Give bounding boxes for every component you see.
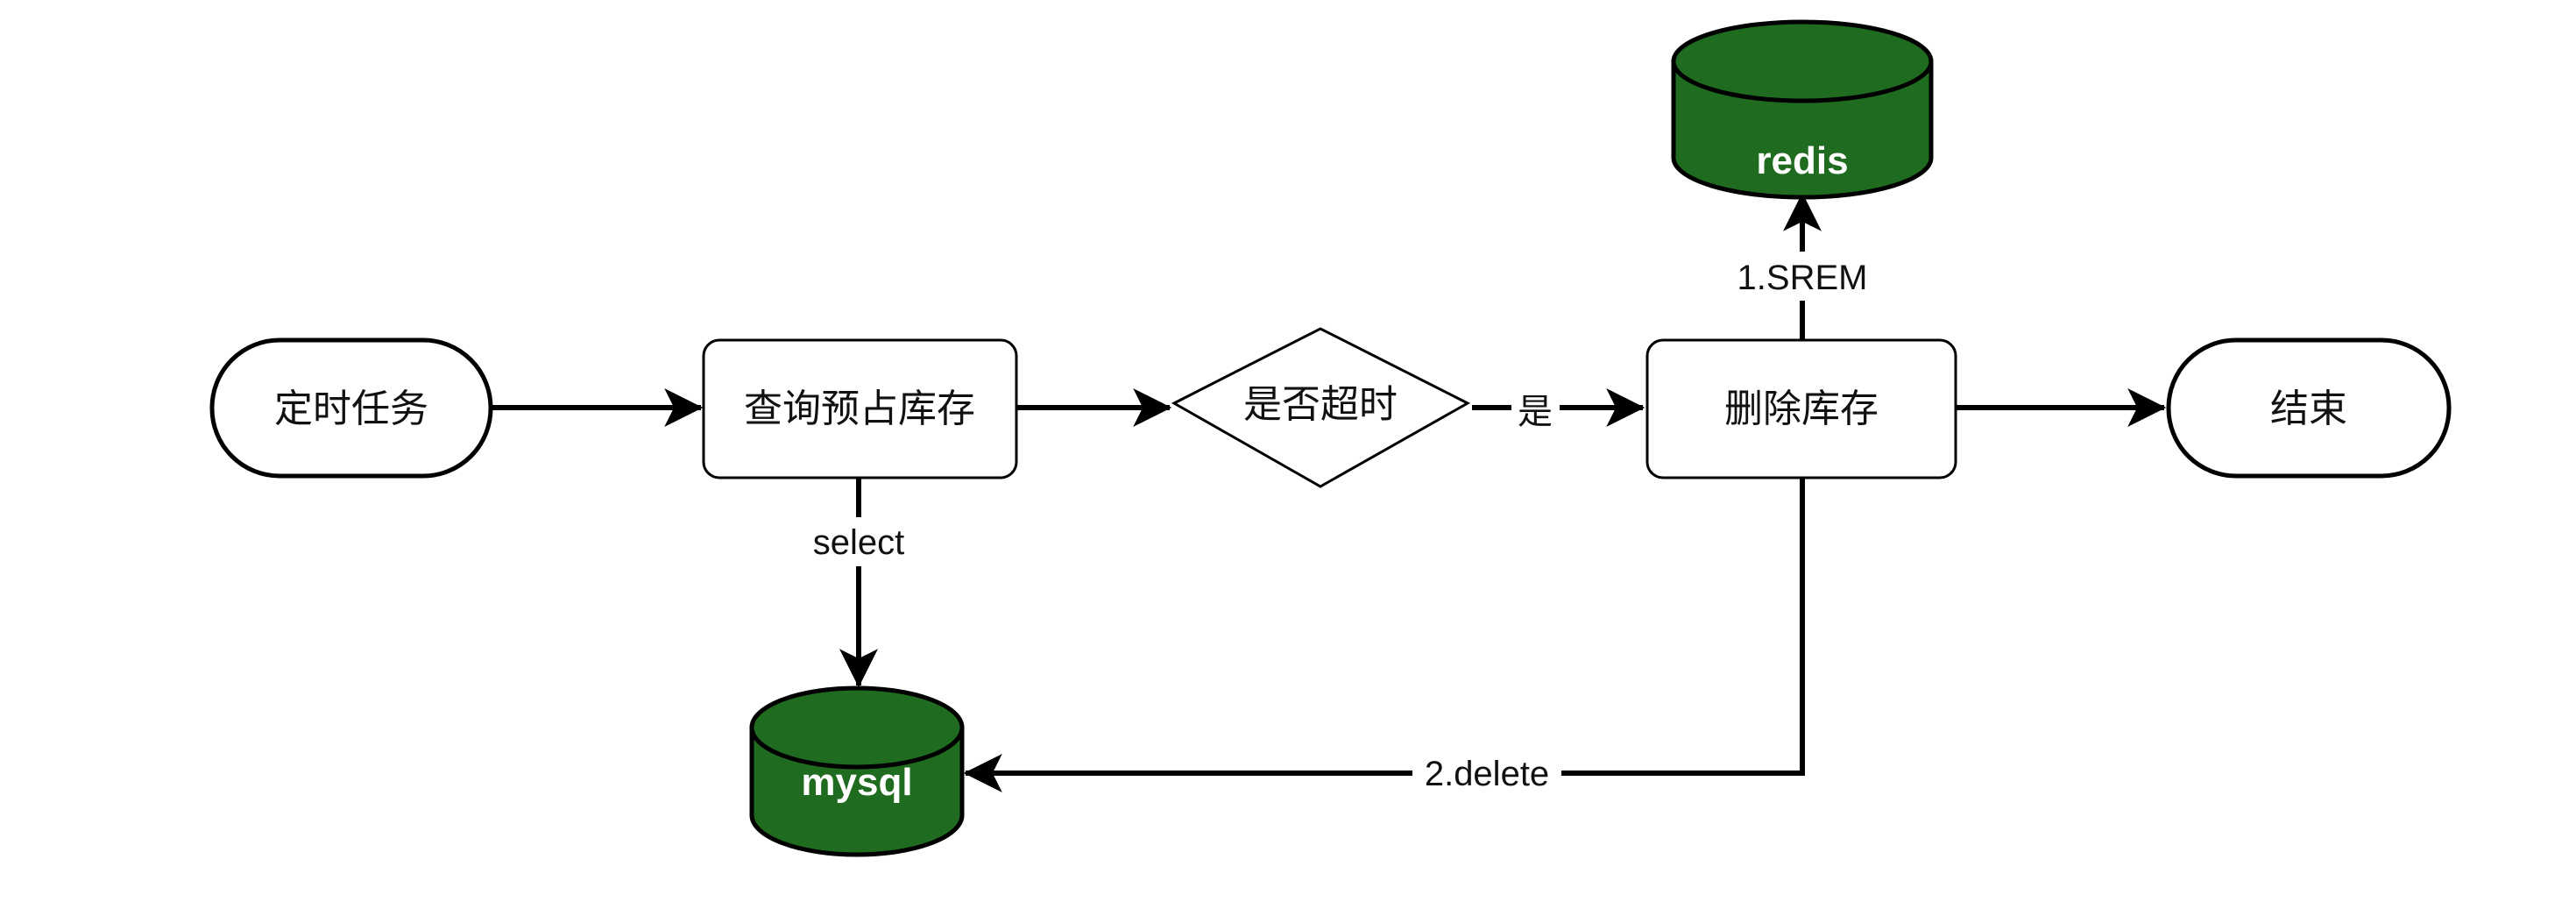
- node-delete: 删除库存: [1645, 338, 1957, 479]
- node-start: 定时任务: [209, 337, 493, 479]
- node-end-label: 结束: [2270, 387, 2347, 430]
- database-mysql-label: mysql: [801, 761, 912, 804]
- edge-delete-to-mysql: [963, 478, 1805, 792]
- node-start-label: 定时任务: [274, 387, 428, 430]
- database-redis-label: redis: [1756, 139, 1848, 182]
- database-mysql-icon: mysql: [749, 685, 965, 857]
- node-query: 查询预占库存: [702, 338, 1018, 479]
- node-end: 结束: [2166, 337, 2452, 479]
- node-delete-label: 删除库存: [1724, 387, 1879, 430]
- edge-label-delete: 2.delete: [1425, 755, 1549, 793]
- node-decision-label: 是否超时: [1243, 383, 1398, 426]
- edge-labels: 是 select 1.SREM 2.delete: [793, 252, 1871, 797]
- edge-label-yes: 是: [1518, 393, 1553, 431]
- edge-label-srem: 1.SREM: [1737, 259, 1868, 297]
- node-decision: 是否超时: [1171, 327, 1471, 488]
- node-query-label: 查询预占库存: [744, 387, 975, 430]
- edge-label-select: select: [813, 523, 905, 562]
- database-redis-icon: redis: [1671, 19, 1934, 200]
